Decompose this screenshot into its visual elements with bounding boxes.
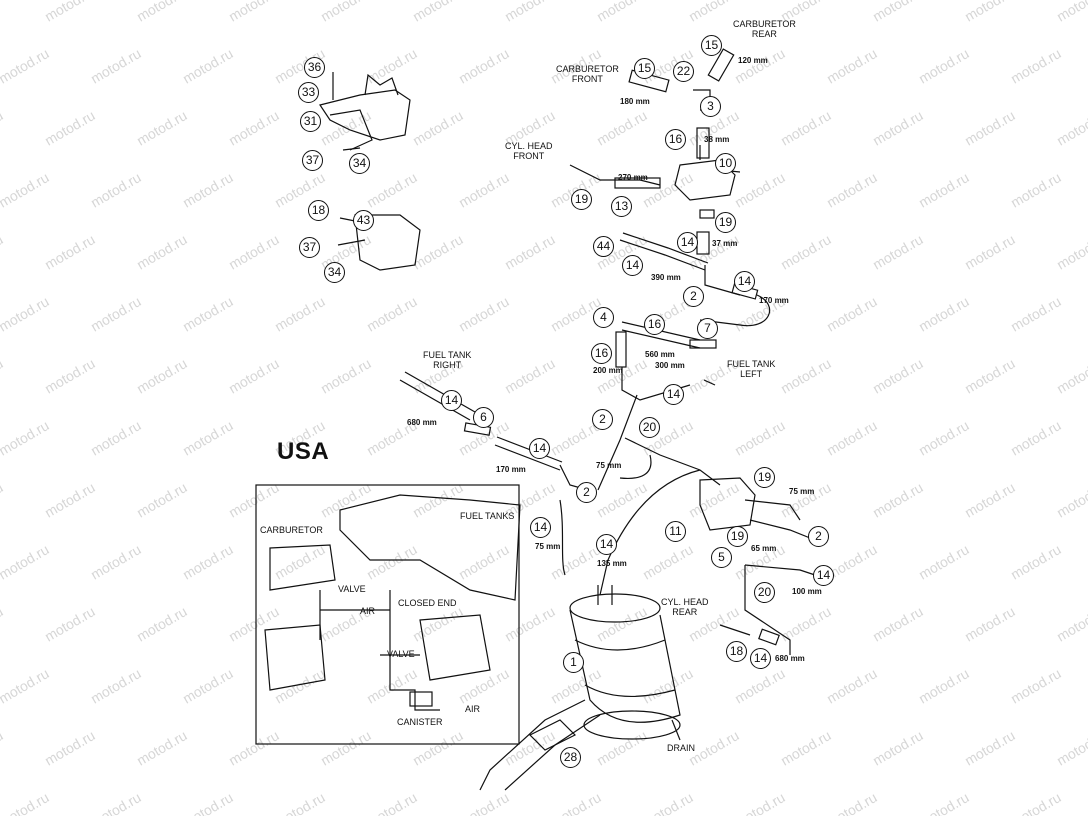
callout: 14	[441, 390, 462, 411]
measurement: 38 mm	[704, 135, 730, 144]
callout: 34	[324, 262, 345, 283]
measurement: 75 mm	[535, 542, 561, 551]
measurement: 75 mm	[789, 487, 815, 496]
callout: 2	[592, 409, 613, 430]
callout: 37	[299, 237, 320, 258]
measurement: 135 mm	[597, 559, 627, 568]
callout: 14	[596, 534, 617, 555]
callout: 14	[663, 384, 684, 405]
callout: 2	[683, 286, 704, 307]
callout: 19	[571, 189, 592, 210]
callout: 15	[634, 58, 655, 79]
inset-label-fuel-tanks: FUEL TANKS	[460, 511, 515, 521]
inset-label-canister: CANISTER	[397, 717, 443, 727]
callout: 14	[734, 271, 755, 292]
callout: 14	[529, 438, 550, 459]
measurement: 300 mm	[655, 361, 685, 370]
callout: 11	[665, 521, 686, 542]
callout: 13	[611, 196, 632, 217]
measurement: 560 mm	[645, 350, 675, 359]
callout: 5	[711, 547, 732, 568]
measurement: 270 mm	[618, 173, 648, 182]
callout: 20	[639, 417, 660, 438]
callout: 44	[593, 236, 614, 257]
measurement: 75 mm	[596, 461, 622, 470]
callout: 14	[750, 648, 771, 669]
callout: 16	[644, 314, 665, 335]
inset-label-carburetor: CARBURETOR	[260, 525, 323, 535]
measurement: 100 mm	[792, 587, 822, 596]
callout: 14	[677, 232, 698, 253]
callout: 16	[591, 343, 612, 364]
callout: 1	[563, 652, 584, 673]
inset-label-air: AIR	[360, 606, 376, 616]
callout: 18	[726, 641, 747, 662]
inset-label-valve: VALVE	[338, 584, 366, 594]
callout: 18	[308, 200, 329, 221]
callout: 19	[727, 526, 748, 547]
callout: 16	[665, 129, 686, 150]
label-drain: DRAIN	[667, 743, 696, 753]
callout: 10	[715, 153, 736, 174]
callout: 2	[808, 526, 829, 547]
callout: 37	[302, 150, 323, 171]
callout: 7	[697, 318, 718, 339]
callout: 6	[473, 407, 494, 428]
callout: 22	[673, 61, 694, 82]
callout: 36	[304, 57, 325, 78]
callout: 33	[298, 82, 319, 103]
callout: 31	[300, 111, 321, 132]
callout: 20	[754, 582, 775, 603]
callout: 2	[576, 482, 597, 503]
inset-label-air: AIR	[465, 704, 481, 714]
measurement: 170 mm	[496, 465, 526, 474]
callout: 14	[530, 517, 551, 538]
callout: 14	[813, 565, 834, 586]
callout: 4	[593, 307, 614, 328]
callout: 19	[754, 467, 775, 488]
callout: 3	[700, 96, 721, 117]
callout: 15	[701, 35, 722, 56]
measurement: 65 mm	[751, 544, 777, 553]
inset-label-valve: VALVE	[387, 649, 415, 659]
measurement: 390 mm	[651, 273, 681, 282]
measurement: 680 mm	[775, 654, 805, 663]
callout: 28	[560, 747, 581, 768]
inset-label-closed-end: CLOSED END	[398, 598, 457, 608]
region-label: USA	[277, 438, 330, 465]
measurement: 180 mm	[620, 97, 650, 106]
callout: 43	[353, 210, 374, 231]
measurement: 37 mm	[712, 239, 738, 248]
measurement: 120 mm	[738, 56, 768, 65]
measurement: 200 mm	[593, 366, 623, 375]
measurement: 170 mm	[759, 296, 789, 305]
measurement: 680 mm	[407, 418, 437, 427]
callout: 19	[715, 212, 736, 233]
callout: 14	[622, 255, 643, 276]
callout: 34	[349, 153, 370, 174]
